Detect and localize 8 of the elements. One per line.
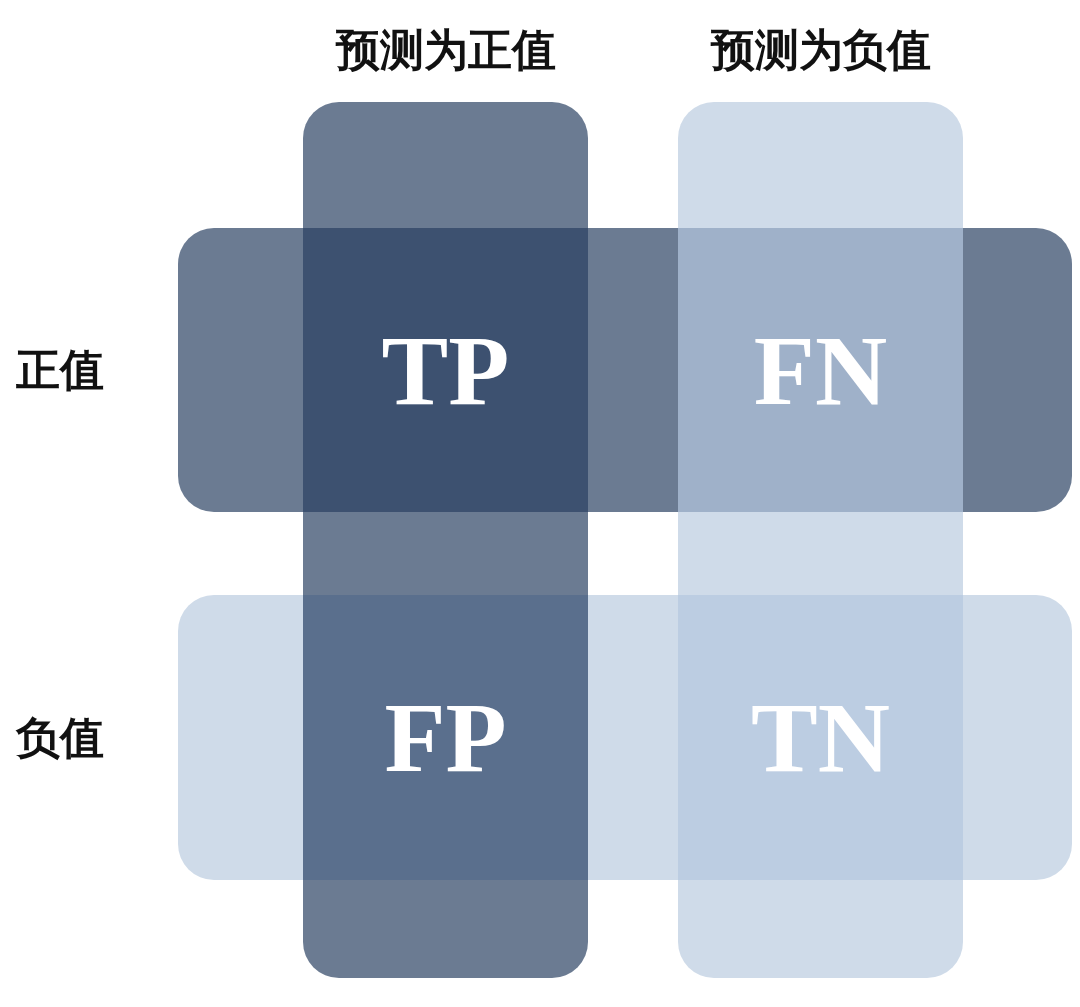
row-heading: 正值 <box>16 348 104 392</box>
matrix-cell: FN <box>678 228 963 512</box>
matrix-cell: FP <box>303 595 588 880</box>
row-heading: 负值 <box>16 715 104 760</box>
matrix-cell: TN <box>678 595 963 880</box>
column-heading: 预测为正值 <box>335 28 556 72</box>
matrix-cell: TP <box>303 228 588 512</box>
column-heading: 预测为负值 <box>710 28 931 72</box>
